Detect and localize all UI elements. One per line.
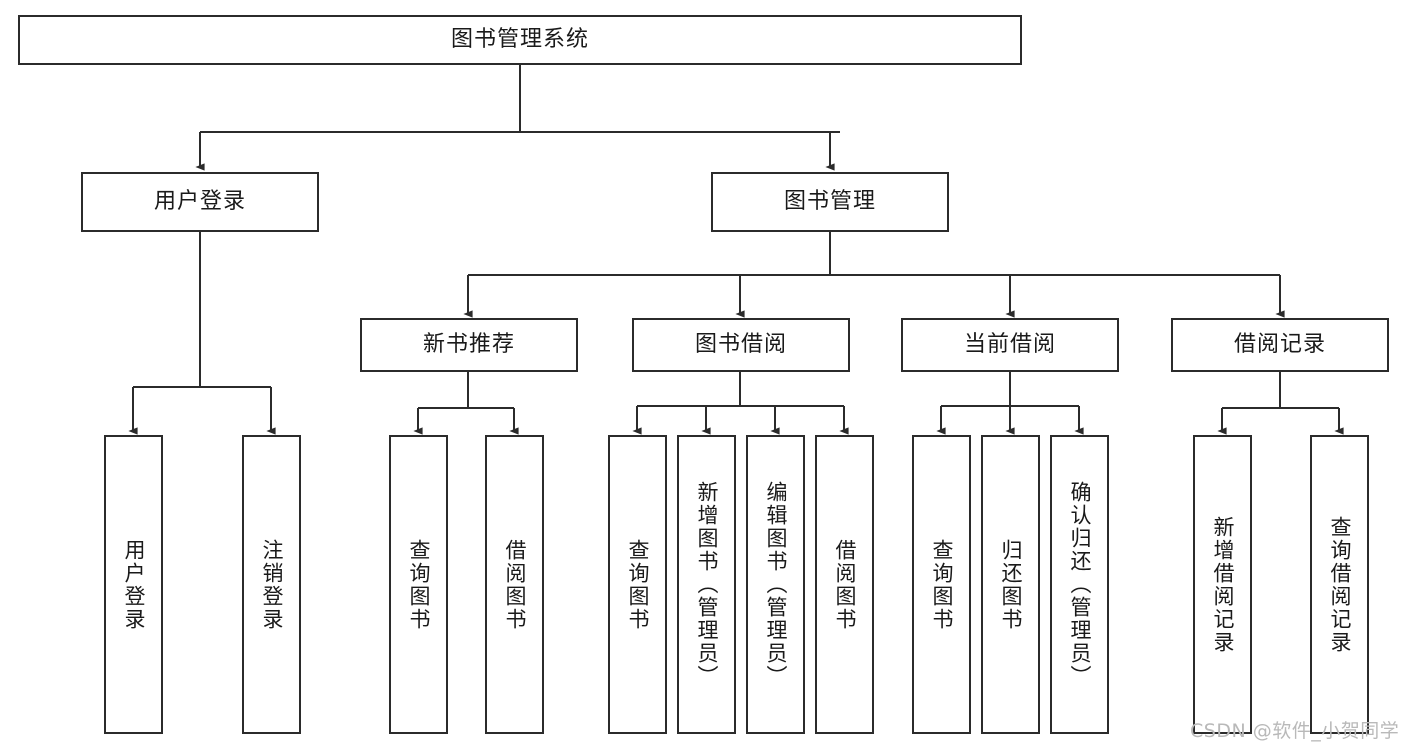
node-label: 确认归还（管理员） xyxy=(1067,481,1092,688)
node-label: 编辑图书（管理员） xyxy=(763,481,788,688)
leaf-book-borrow-borrow-book[interactable]: 借阅图书 xyxy=(815,435,874,734)
node-label: 当前借阅 xyxy=(963,331,1056,357)
node-book-borrow[interactable]: 图书借阅 xyxy=(632,318,850,372)
leaf-book-borrow-query-book[interactable]: 查询图书 xyxy=(608,435,667,734)
node-label: 用户登录 xyxy=(121,538,146,631)
leaf-book-borrow-edit-book-admin[interactable]: 编辑图书（管理员） xyxy=(746,435,805,734)
node-root-book-management-system[interactable]: 图书管理系统 xyxy=(18,15,1022,65)
node-label: 注销登录 xyxy=(259,538,284,631)
node-label: 图书管理系统 xyxy=(450,26,589,52)
node-label: 借阅记录 xyxy=(1233,331,1326,357)
watermark: CSDN @软件_小贺同学 xyxy=(1190,720,1400,742)
node-borrow-record[interactable]: 借阅记录 xyxy=(1171,318,1389,372)
node-label: 图书管理 xyxy=(783,188,876,214)
leaf-user-login-login[interactable]: 用户登录 xyxy=(104,435,163,734)
node-current-borrow[interactable]: 当前借阅 xyxy=(901,318,1119,372)
leaf-borrow-record-query-record[interactable]: 查询借阅记录 xyxy=(1310,435,1369,734)
node-label: 查询图书 xyxy=(625,538,650,631)
node-label: 用户登录 xyxy=(153,188,246,214)
node-book-management[interactable]: 图书管理 xyxy=(711,172,949,232)
node-label: 新增借阅记录 xyxy=(1210,515,1235,654)
node-label: 归还图书 xyxy=(998,538,1023,631)
node-user-login[interactable]: 用户登录 xyxy=(81,172,319,232)
node-label: 查询图书 xyxy=(406,538,431,631)
node-label: 新书推荐 xyxy=(422,331,515,357)
leaf-new-book-query-book[interactable]: 查询图书 xyxy=(389,435,448,734)
node-label: 借阅图书 xyxy=(832,538,857,631)
node-label: 查询图书 xyxy=(929,538,954,631)
leaf-current-borrow-confirm-return-admin[interactable]: 确认归还（管理员） xyxy=(1050,435,1109,734)
leaf-current-borrow-query-book[interactable]: 查询图书 xyxy=(912,435,971,734)
node-new-book-recommend[interactable]: 新书推荐 xyxy=(360,318,578,372)
leaf-user-login-logout[interactable]: 注销登录 xyxy=(242,435,301,734)
node-label: 借阅图书 xyxy=(502,538,527,631)
leaf-current-borrow-return-book[interactable]: 归还图书 xyxy=(981,435,1040,734)
node-label: 图书借阅 xyxy=(694,331,787,357)
leaf-new-book-borrow-book[interactable]: 借阅图书 xyxy=(485,435,544,734)
leaf-book-borrow-add-book-admin[interactable]: 新增图书（管理员） xyxy=(677,435,736,734)
node-label: 新增图书（管理员） xyxy=(694,481,719,688)
node-label: 查询借阅记录 xyxy=(1327,515,1352,654)
leaf-borrow-record-add-record[interactable]: 新增借阅记录 xyxy=(1193,435,1252,734)
